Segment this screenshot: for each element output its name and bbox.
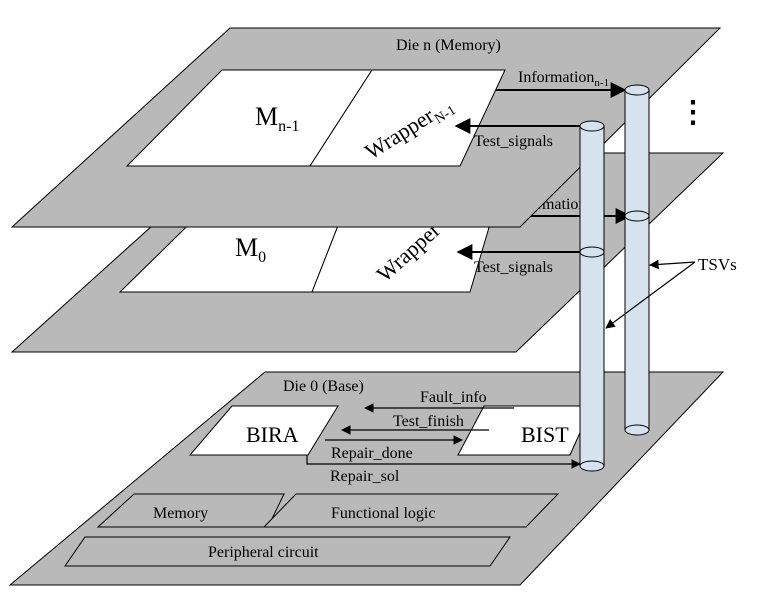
tsv-right-mid-cap bbox=[624, 210, 650, 222]
tsv-right-top-cap bbox=[624, 84, 650, 96]
tsv-left-mid-cap bbox=[579, 246, 605, 258]
bist-label: BIST bbox=[521, 422, 569, 447]
tsv-left bbox=[579, 120, 605, 472]
bira-label: BIRA bbox=[246, 422, 299, 447]
die-top: Die n (Memory) Mn-1 WrapperN-1 Informati… bbox=[10, 27, 722, 228]
test-signals-n1-label: Test_signals bbox=[474, 133, 553, 150]
m-n1-label: Mn-1 bbox=[255, 102, 299, 135]
functional-logic-block bbox=[262, 493, 560, 528]
tsv-pointer-right bbox=[649, 259, 696, 270]
die-base: Die 0 (Base) BIRA BIST Fault_info Test_f… bbox=[8, 371, 725, 586]
functional-logic-label: Functional logic bbox=[331, 505, 435, 522]
bist-block bbox=[457, 405, 593, 456]
bira-block bbox=[188, 405, 339, 456]
die-top-title: Die n (Memory) bbox=[396, 37, 501, 54]
more-dies-ellipsis: ⋮ bbox=[678, 96, 708, 129]
wrapper-n1-block bbox=[309, 69, 506, 167]
tsv-left-body bbox=[579, 125, 605, 467]
test-finish-label: Test_finish bbox=[393, 413, 464, 430]
repair-done-label: Repair_done bbox=[331, 445, 413, 462]
tsv-left-top-cap bbox=[579, 120, 605, 132]
tsv-right-bottom-cap bbox=[624, 424, 650, 436]
test-signals-0-label: Test_signals bbox=[474, 259, 553, 276]
information-n1-label: Informationn-1 bbox=[518, 69, 609, 89]
tsv-pointer-left bbox=[605, 261, 696, 329]
die-base-title: Die 0 (Base) bbox=[283, 378, 364, 395]
fault-info-label: Fault_info bbox=[420, 389, 487, 406]
tsv-left-bottom-cap bbox=[579, 460, 605, 472]
m0-label: M0 bbox=[235, 233, 266, 266]
repair-sol-label: Repair_sol bbox=[330, 468, 400, 485]
tsv-label: TSVs bbox=[698, 255, 737, 274]
peripheral-circuit-block bbox=[64, 536, 511, 567]
memory-block-label: Memory bbox=[153, 505, 208, 522]
tsv-right-body bbox=[624, 89, 650, 431]
repair-sol-arrow bbox=[306, 455, 581, 469]
peripheral-circuit-label: Peripheral circuit bbox=[208, 544, 319, 561]
tsv-right bbox=[624, 84, 650, 436]
